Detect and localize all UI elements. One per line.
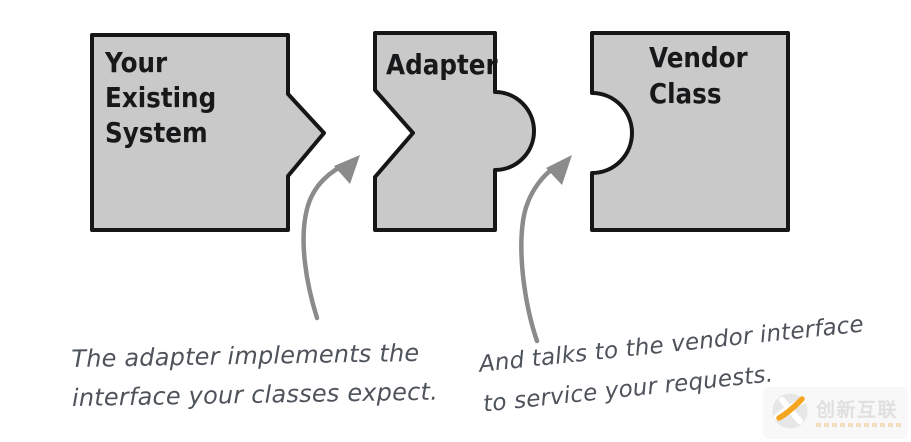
- adapter-shape: [373, 31, 536, 232]
- vendor-annotation-arrow: [519, 155, 572, 344]
- watermark-subtext: [816, 422, 902, 427]
- adapter-label: Adapter: [386, 48, 498, 81]
- watermark: 创新互联: [763, 387, 908, 439]
- watermark-brand-text: 创新互联: [816, 398, 899, 421]
- adapter-annotation-text: The adapter implements the interface you…: [71, 338, 439, 412]
- vendor-class-label: Vendor Class: [649, 41, 748, 110]
- watermark-logo-icon: [771, 392, 809, 434]
- existing-system-label: Your Existing System: [105, 46, 217, 149]
- adapter-annotation-arrow: [301, 155, 360, 321]
- existing-system-shape: [90, 33, 326, 232]
- vendor-class-shape: [590, 31, 790, 232]
